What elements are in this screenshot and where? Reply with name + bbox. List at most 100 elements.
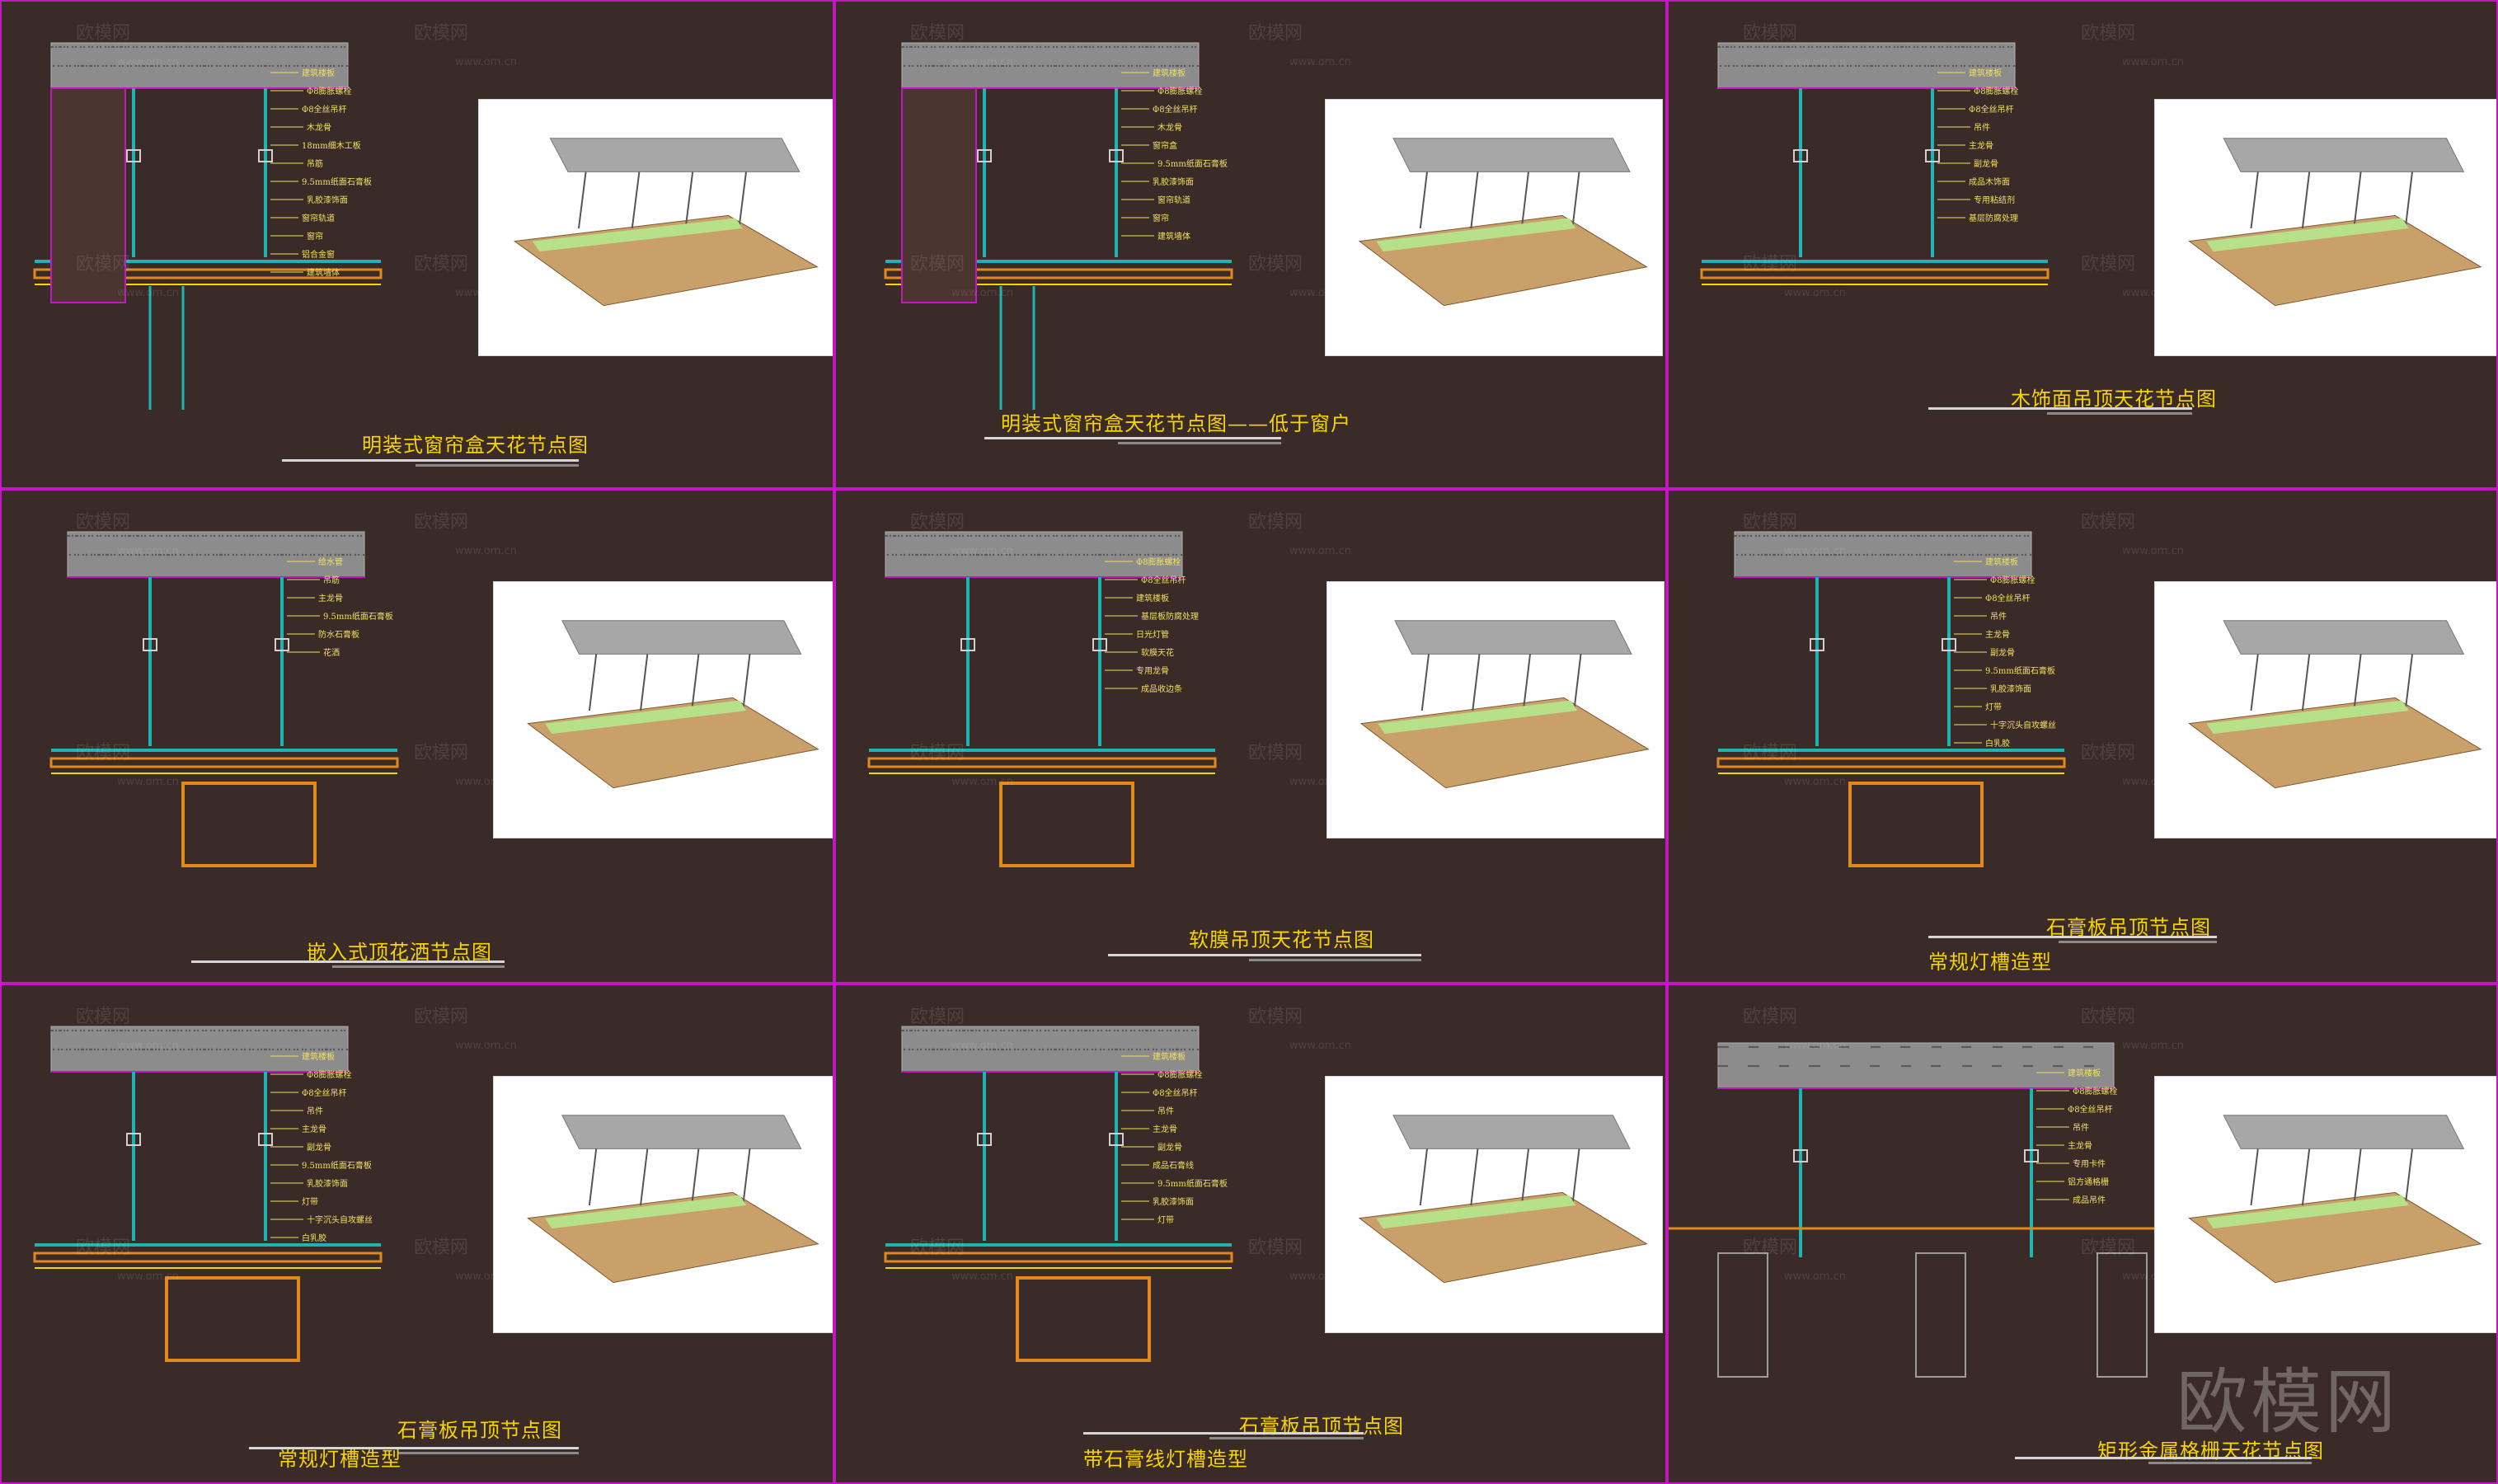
leader-label: 建筑楼板 (2068, 1068, 2101, 1078)
watermark-url: www.om.cn (2122, 56, 2184, 68)
leader-label: 乳胶漆饰面 (1153, 1196, 1194, 1207)
render-rod (2301, 171, 2311, 229)
watermark-url: www.om.cn (951, 287, 1013, 299)
leader-label: 白乳胶 (302, 1233, 326, 1243)
leader-label: 建筑楼板 (1985, 556, 2018, 567)
drawing-title: 石膏板吊顶节点图 (2046, 916, 2211, 939)
ceiling-drop-box (999, 782, 1134, 867)
watermark-brand: 欧模网 (910, 743, 965, 763)
title-underline-secondary (1209, 1437, 1364, 1439)
leader-label: 十字沉头自攻螺丝 (1990, 720, 2056, 730)
drawing-title: 石膏板吊顶节点图 (397, 1419, 562, 1442)
hanger-clip (1925, 149, 1940, 162)
leader-label: 十字沉头自攻螺丝 (307, 1214, 373, 1225)
render-rod (2250, 1148, 2259, 1206)
hanger-clip (960, 638, 975, 651)
leader-label: 副龙骨 (1990, 647, 2015, 658)
watermark-url: www.om.cn (2122, 545, 2184, 557)
leader-label: Φ8全丝吊杆 (1969, 104, 2014, 115)
render-slab (549, 138, 801, 172)
render-board (532, 218, 743, 252)
title-underline-secondary (2058, 941, 2217, 943)
leader-label: 成品木饰面 (1969, 176, 2010, 187)
render-board (2206, 1195, 2409, 1229)
render-rod (2250, 654, 2259, 711)
leader-label: 建筑楼板 (302, 68, 335, 78)
render-rod (1571, 1148, 1580, 1206)
watermark-brand: 欧模网 (414, 1237, 469, 1258)
wall-section (50, 87, 126, 303)
watermark-url: www.om.cn (951, 56, 1013, 68)
leader-label: 吊筋 (323, 575, 340, 585)
leader-label: Φ8全丝吊杆 (1153, 104, 1198, 115)
watermark-brand: 欧模网 (414, 743, 469, 763)
leader-label: 防水石膏板 (318, 629, 359, 640)
watermark-brand: 欧模网 (76, 23, 131, 44)
leader-label: 灯带 (302, 1197, 318, 1207)
watermark-url: www.om.cn (117, 545, 179, 557)
render-3d-view (1325, 1076, 1663, 1333)
leader-label: Φ8全丝吊杆 (302, 1087, 347, 1098)
leader-label: 副龙骨 (1157, 1142, 1182, 1153)
hanger-clip (275, 638, 289, 651)
render-rod (2250, 171, 2259, 229)
render-rod (640, 654, 649, 711)
drawing-title: 木饰面吊顶天花节点图 (2011, 387, 2217, 411)
watermark-brand: 欧模网 (910, 23, 965, 44)
render-rod (1470, 1148, 1479, 1206)
title-underline (191, 960, 505, 963)
render-slab (561, 620, 802, 655)
watermark-brand: 欧模网 (76, 1007, 131, 1027)
leader-label: Φ8全丝吊杆 (2068, 1104, 2113, 1115)
leader-label: Φ8膨胀螺栓 (1136, 556, 1181, 567)
leader-label: 基层板防腐处理 (1141, 611, 1199, 622)
watermark-url: www.om.cn (1289, 545, 1351, 557)
watermark-url: www.om.cn (1289, 776, 1351, 788)
leader-label: 窗帘盒 (1153, 140, 1177, 151)
render-rod (742, 1148, 751, 1206)
render-3d-view (1325, 99, 1663, 356)
leader-label: 9.5mm纸面石膏板 (302, 176, 372, 187)
leader-label: 建筑楼板 (302, 1051, 335, 1062)
hanger-clip (1109, 149, 1124, 162)
watermark-brand: 欧模网 (2081, 254, 2136, 275)
render-rod (2353, 171, 2362, 229)
leader-label: Φ8全丝吊杆 (1141, 575, 1186, 585)
leader-label: 建筑楼板 (1136, 593, 1169, 603)
hanger-clip (977, 1133, 992, 1146)
render-slab (2223, 138, 2465, 172)
leader-label: Φ8膨胀螺栓 (307, 86, 352, 96)
watermark-url: www.om.cn (455, 56, 517, 68)
leader-label: Φ8膨胀螺栓 (1990, 575, 2035, 585)
leader-label: 主龙骨 (302, 1124, 326, 1134)
title-underline (1928, 936, 2217, 938)
watermark-brand: 欧模网 (76, 254, 131, 275)
gypsum-board (884, 268, 1233, 279)
title-underline (1928, 407, 2192, 410)
watermark-brand: 欧模网 (1743, 254, 1798, 275)
title-underline-secondary (397, 1452, 579, 1454)
leader-label: 乳胶漆饰面 (307, 1178, 348, 1189)
section-drawing: 建筑楼板Φ8膨胀螺栓Φ8全丝吊杆木龙骨窗帘盒9.5mm纸面石膏板乳胶漆饰面窗帘轨… (884, 42, 1233, 410)
title-underline-secondary (1249, 959, 1421, 961)
title-underline (249, 1447, 579, 1449)
render-3d-view (478, 99, 833, 356)
leader-label: Φ8全丝吊杆 (302, 104, 347, 115)
render-board (2206, 218, 2409, 252)
render-rod (691, 1148, 700, 1206)
title-underline-secondary (332, 965, 505, 968)
gypsum-board (867, 757, 1217, 768)
gypsum-board (1700, 268, 2050, 279)
watermark-brand: 欧模网 (1743, 1237, 1798, 1258)
leader-label: 吊件 (1990, 612, 2007, 622)
ceiling-drop-box (181, 782, 317, 867)
render-slab (2223, 620, 2465, 655)
leader-label: 吊件 (1157, 1106, 1174, 1116)
leader-label: 18mm细木工板 (302, 140, 361, 151)
leader-label: 日光灯管 (1136, 629, 1169, 640)
